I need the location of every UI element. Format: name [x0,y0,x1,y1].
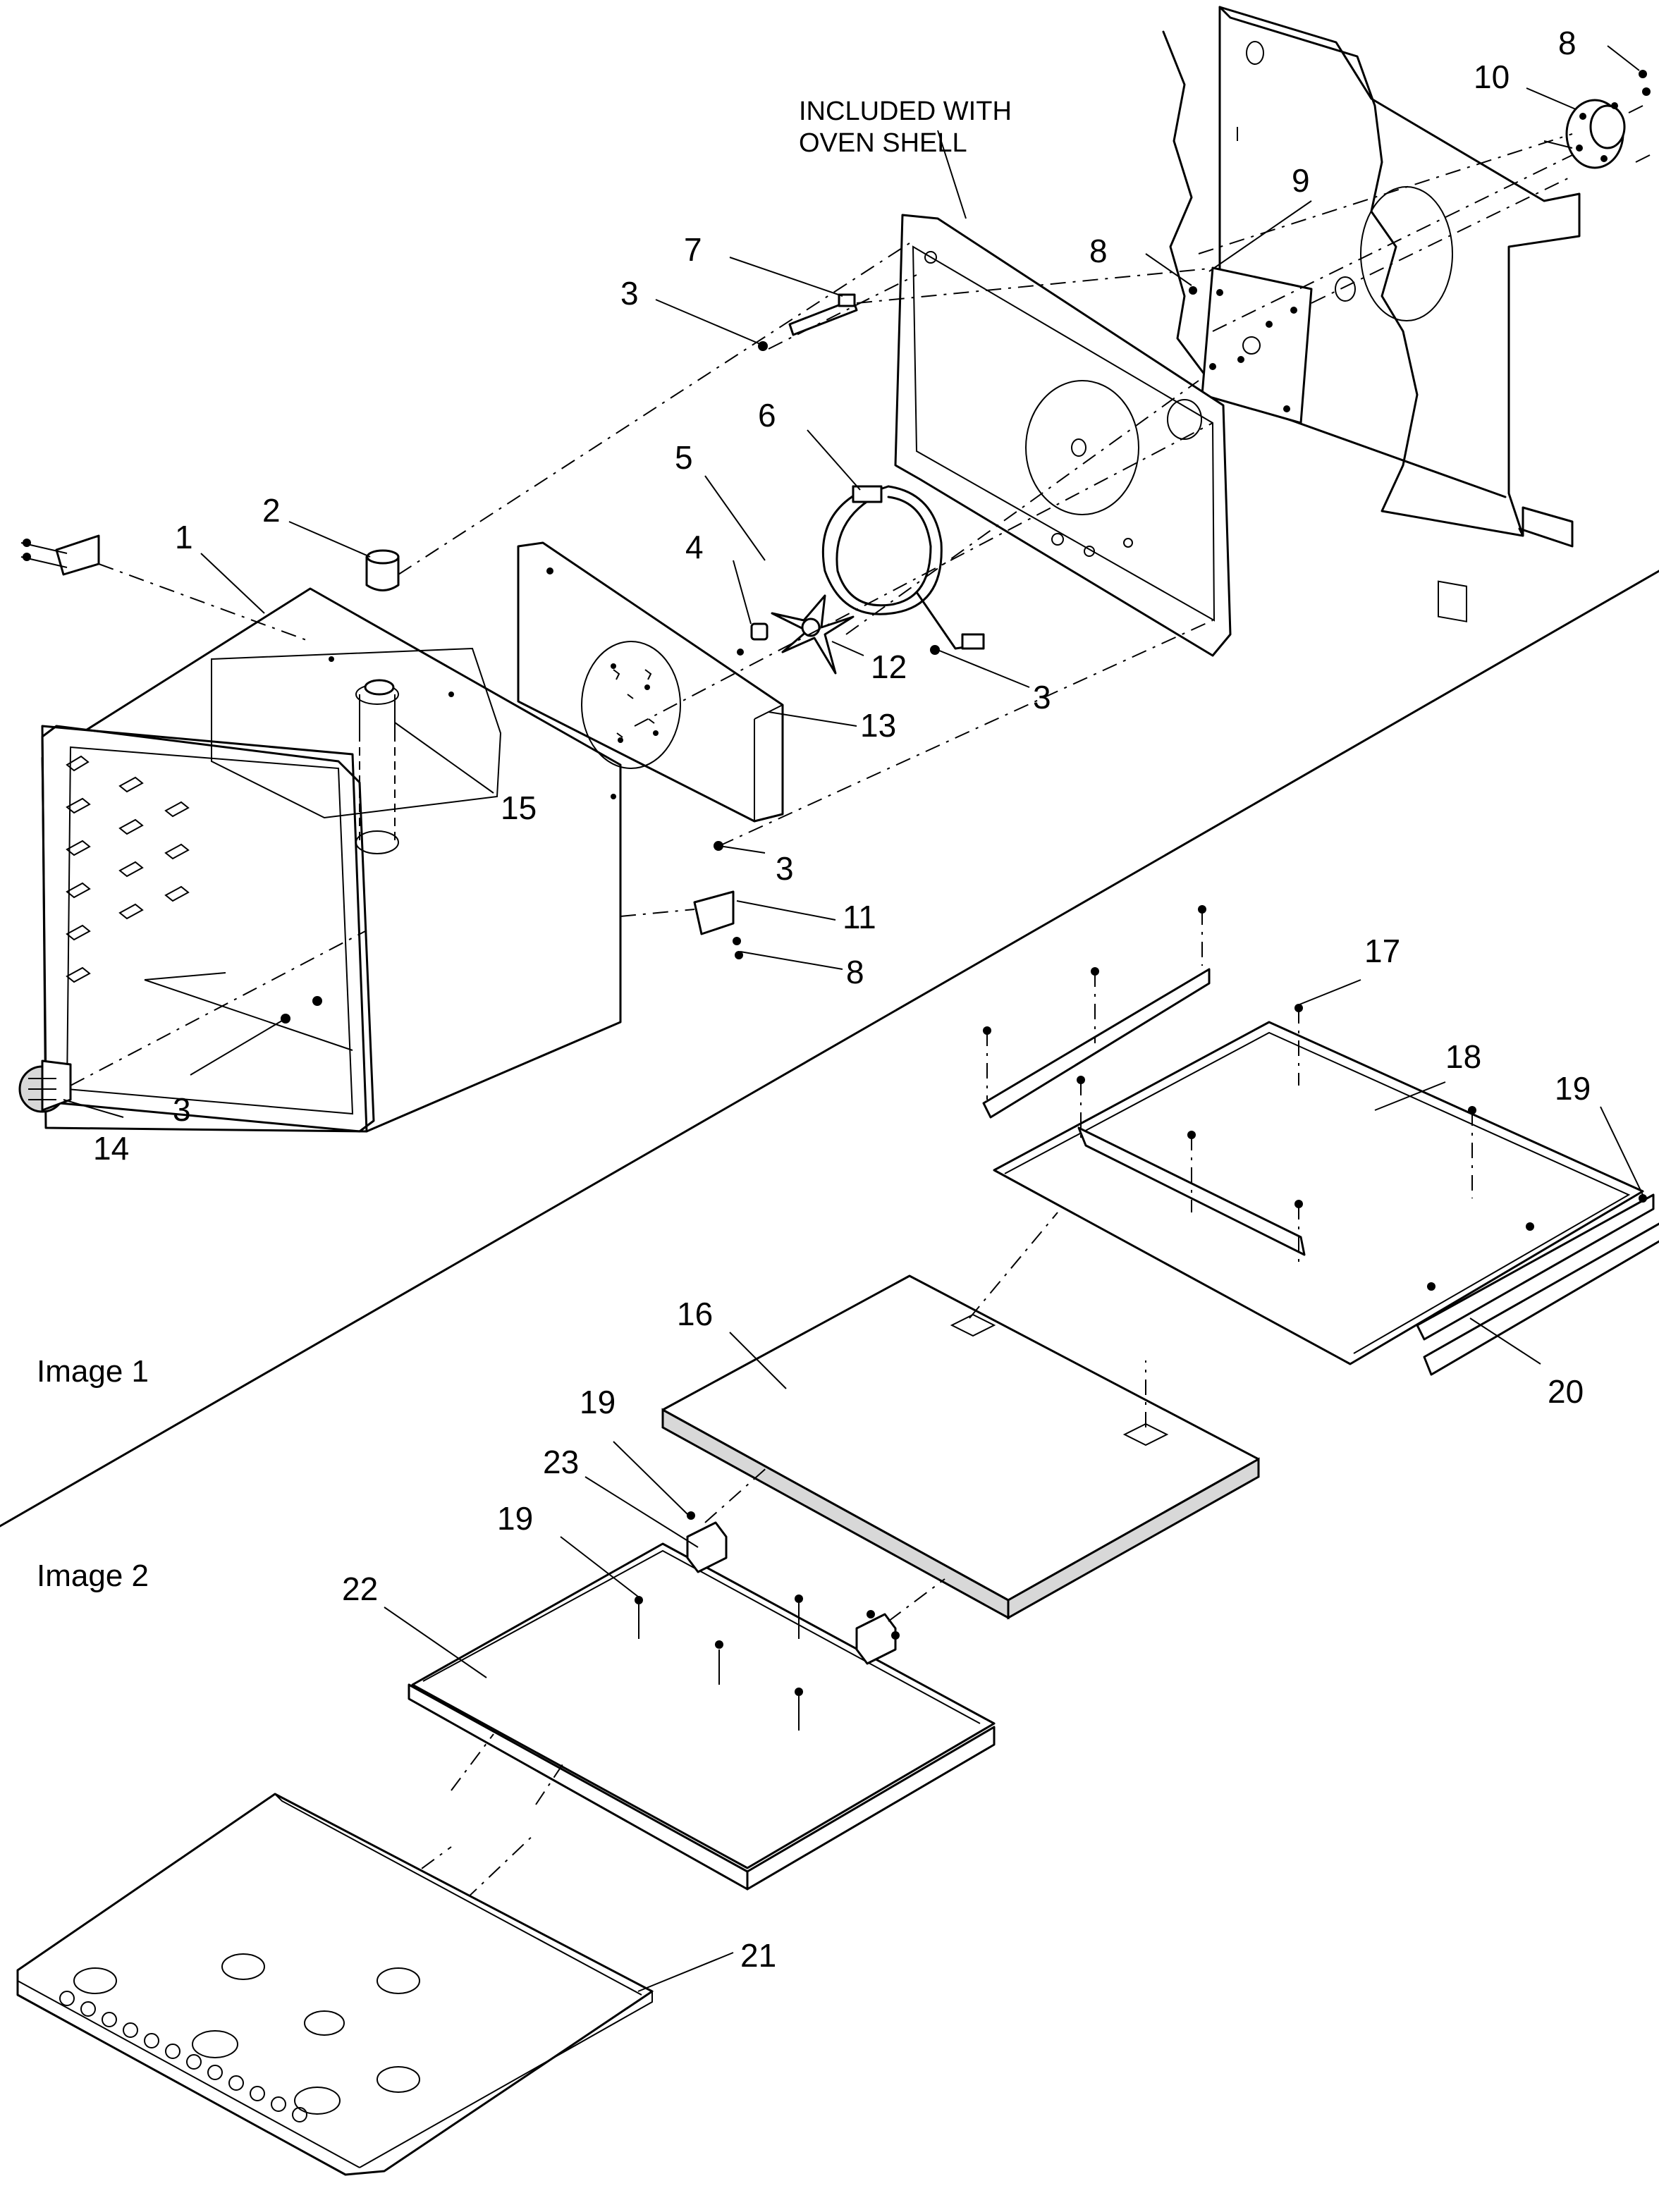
image-separator-line [0,570,1659,1528]
liner-bracket-11 [693,890,743,959]
callout-17: 17 [1364,933,1400,969]
callout-6: 6 [758,397,776,434]
callout-3a: 3 [620,275,639,312]
convection-motor-10 [1543,99,1651,169]
vent-tube-15 [364,679,395,696]
callout-18: 18 [1445,1038,1481,1075]
callout-8c: 8 [846,954,864,990]
callout-9: 9 [1292,162,1310,199]
cooktop-base-21 [16,1793,654,2176]
liner-bracket-top-left [20,534,100,576]
callout-19c: 19 [497,1500,533,1537]
callout-8b: 8 [1558,25,1577,61]
callout-leaders [63,45,1643,1992]
oven-shell-note: INCLUDED WITH OVEN SHELL [799,97,1012,158]
note-line-2: OVEN SHELL [799,128,967,158]
callout-12: 12 [871,649,907,685]
temperature-probe-7 [788,293,858,336]
callout-13: 13 [860,707,896,744]
burner-box-screws-19 [635,1511,900,1731]
alignment-lines-image1 [70,133,1573,1086]
convection-element-6 [821,485,985,650]
callout-20: 20 [1548,1373,1584,1410]
alignment-lines-image2 [317,1466,945,1967]
fan-blade-5 [771,594,855,675]
callout-21: 21 [740,1937,776,1974]
note-line-1: INCLUDED WITH [799,97,1012,126]
burner-box-22 [408,1542,996,1891]
motor-bracket-9 [1201,266,1313,424]
callout-8a: 8 [1089,233,1108,269]
bottom-panel-18 [982,968,1659,1376]
callout-16: 16 [677,1296,713,1332]
mounting-clips-23 [686,1521,897,1665]
image-2-label: Image 2 [37,1559,149,1593]
screw-group-8 [1189,70,1651,295]
fan-baffle-13 [517,541,784,823]
callout-4: 4 [685,529,704,565]
oven-light-14 [18,1059,72,1113]
callout-1: 1 [175,519,193,555]
callout-11: 11 [843,899,876,935]
screw-group-3 [281,341,940,1024]
insulation-pad-16 [661,1212,1260,1620]
oven-shell-frame [894,214,1232,657]
callout-3d: 3 [173,1091,191,1128]
image-1-label: Image 1 [37,1354,149,1389]
cooktop-holes [59,1991,307,2122]
callout-22: 22 [342,1571,378,1607]
callout-19b: 19 [580,1384,616,1420]
callout-2: 2 [262,492,281,529]
liner-vent-slots [66,755,190,983]
callout-14: 14 [93,1130,129,1167]
callout-3c: 3 [776,850,794,887]
oven-liner-1 [41,587,622,1133]
callout-10: 10 [1474,59,1510,95]
callout-7: 7 [684,231,702,268]
alignment-lines-panel [986,909,1473,1269]
callout-3b: 3 [1033,679,1051,715]
callout-19a: 19 [1555,1070,1591,1107]
vent-cap-2 [365,549,400,591]
callout-5: 5 [675,439,693,476]
callout-15: 15 [501,789,537,826]
callout-labels: 1 2 3 3 3 3 4 5 6 7 8 8 8 9 10 11 12 13 … [93,25,1591,1974]
fan-nut-4 [750,622,769,641]
callout-23: 23 [543,1444,579,1480]
